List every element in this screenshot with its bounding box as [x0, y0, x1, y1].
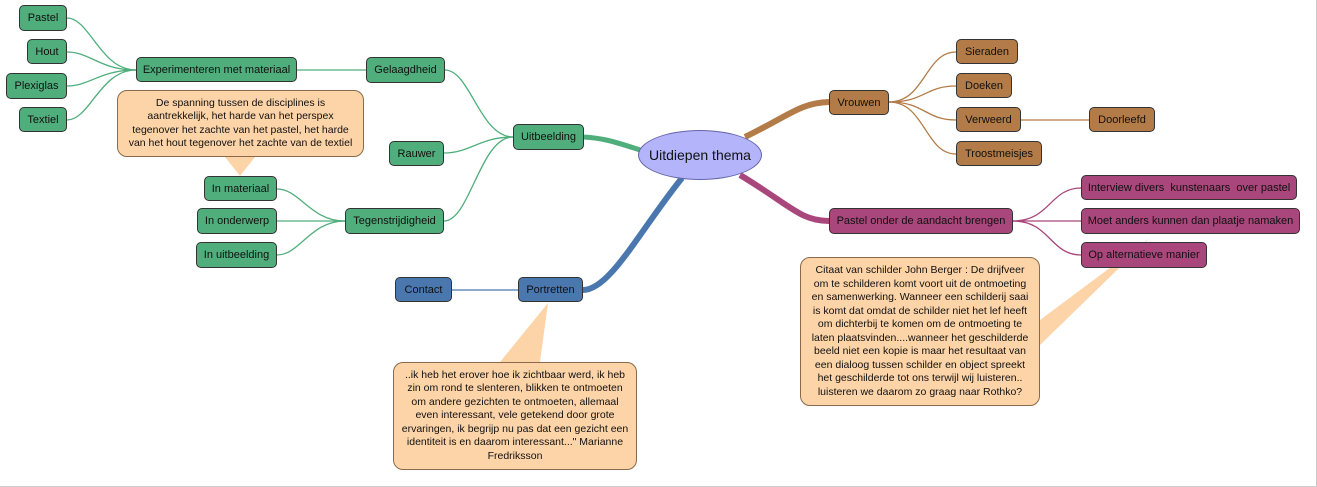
node-doorleefd[interactable]: Doorleefd — [1089, 107, 1155, 132]
node-sieraden[interactable]: Sieraden — [956, 39, 1018, 64]
node-experimenteren[interactable]: Experimenteren met materiaal — [136, 57, 297, 82]
node-vrouwen[interactable]: Vrouwen — [829, 90, 889, 115]
node-moet-anders[interactable]: Moet anders kunnen dan plaatje namaken — [1081, 208, 1300, 234]
node-in-materiaal[interactable]: In materiaal — [204, 176, 277, 201]
node-textiel[interactable]: Textiel — [19, 107, 67, 132]
node-contact[interactable]: Contact — [395, 277, 452, 302]
callout-pointer — [500, 303, 548, 362]
node-pastel-aandacht[interactable]: Pastel onder de aandacht brengen — [829, 208, 1013, 234]
node-gelaagdheid[interactable]: Gelaagdheid — [366, 57, 445, 83]
node-tegenstrijdigheid[interactable]: Tegenstrijdigheid — [345, 208, 444, 234]
node-troostmeisjes[interactable]: Troostmeisjes — [956, 141, 1042, 166]
node-verweerd[interactable]: Verweerd — [956, 107, 1021, 132]
branch-portretten — [582, 176, 685, 293]
node-pastel-material[interactable]: Pastel — [19, 5, 67, 31]
node-interview[interactable]: Interview divers kunstenaars over pastel — [1081, 175, 1297, 200]
node-in-onderwerp[interactable]: In onderwerp — [197, 208, 277, 234]
branch-pastel — [738, 172, 830, 224]
central-topic[interactable]: Uitdiepen thema — [638, 130, 762, 180]
node-hout[interactable]: Hout — [27, 39, 67, 64]
node-in-uitbeelding[interactable]: In uitbeelding — [196, 242, 277, 268]
callout-spanning[interactable]: De spanning tussen de disciplines is aan… — [117, 90, 364, 157]
callout-berger[interactable]: Citaat van schilder John Berger : De dri… — [800, 257, 1040, 406]
node-doeken[interactable]: Doeken — [956, 73, 1012, 98]
branch-uitbeelding — [583, 134, 641, 153]
callout-fredriksson[interactable]: ..ik heb het erover hoe ik zichtbaar wer… — [393, 362, 637, 470]
callout-pointer — [225, 157, 255, 176]
node-op-alternatieve-manier[interactable]: Op alternatieve manier — [1081, 242, 1207, 268]
node-rauwer[interactable]: Rauwer — [389, 141, 444, 166]
branch-vrouwen — [743, 99, 830, 140]
node-plexiglas[interactable]: Plexiglas — [6, 73, 67, 99]
node-portretten[interactable]: Portretten — [518, 277, 583, 302]
node-uitbeelding[interactable]: Uitbeelding — [513, 124, 584, 150]
